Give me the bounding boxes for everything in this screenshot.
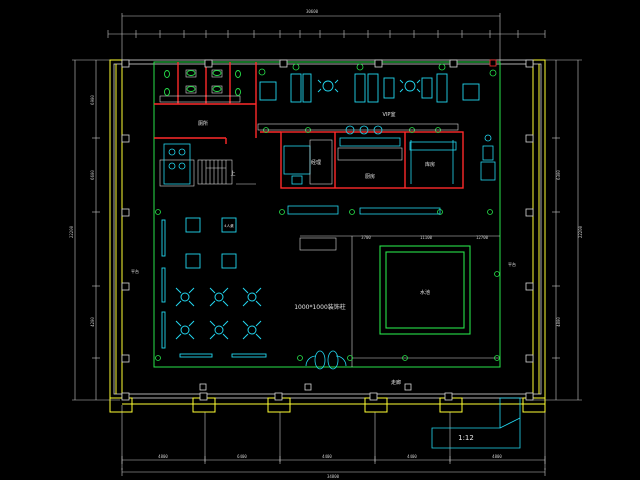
dim-left-span-1: 6900 xyxy=(90,95,95,105)
vip-shelf xyxy=(257,123,459,131)
restroom-label: 厕所 xyxy=(198,120,208,127)
pantry-label: 库房 xyxy=(425,161,435,168)
restroom-fixtures xyxy=(159,69,241,103)
dim-right-span-1: 6300 xyxy=(556,170,561,180)
partitions xyxy=(159,159,500,367)
office-label: 经理 xyxy=(311,159,321,166)
outer-terrace-frame xyxy=(109,59,546,399)
kitchen-fixtures xyxy=(283,125,457,185)
vip-label: VIP室 xyxy=(383,111,396,118)
dining-tables-four-seat xyxy=(185,217,237,269)
dim-bottom-span-3: 4400 xyxy=(322,454,332,459)
kitchen-panels xyxy=(309,139,403,185)
walkway-label: 走廊 xyxy=(391,379,401,386)
kitchen-label: 厨房 xyxy=(365,173,375,180)
ramp-slope-label: 1:12 xyxy=(458,434,474,442)
dim-left-span-3: 4200 xyxy=(90,317,95,327)
stair-up-label: 上 xyxy=(230,170,235,177)
walls xyxy=(154,62,464,189)
dim-bottom-span-1: 4800 xyxy=(158,454,168,459)
dim-bottom-span-5: 4800 xyxy=(492,454,502,459)
dim-overall-top: 30600 xyxy=(306,9,319,14)
dining-tables-round xyxy=(175,287,262,340)
vip-furniture xyxy=(259,73,480,103)
columns xyxy=(121,59,534,401)
entrance-doors xyxy=(305,350,347,370)
entrance-ramp xyxy=(431,397,521,449)
service-counter xyxy=(287,205,441,215)
terrace-left-label: 平台 xyxy=(131,268,139,274)
dim-overall-bottom: 34800 xyxy=(327,474,340,479)
dim-bottom-span-2: 6400 xyxy=(237,454,247,459)
dim-left-total: 22200 xyxy=(69,225,74,238)
pool xyxy=(379,245,471,335)
terrace-right-label: 平台 xyxy=(508,261,516,267)
staircase xyxy=(197,159,256,185)
dimension-lines xyxy=(72,13,582,476)
dining-benches xyxy=(161,219,267,358)
left-room-table xyxy=(163,143,191,185)
yellow-column-bands xyxy=(109,59,546,413)
pool-label: 水池 xyxy=(420,289,430,296)
dim-left-span-2: 6600 xyxy=(90,170,95,180)
dim-right-total: 22200 xyxy=(578,225,583,238)
dim-partition-a: 3700 xyxy=(361,235,371,240)
restroom-sinks xyxy=(164,70,241,96)
dim-partition-c: 12700 xyxy=(476,235,489,240)
dim-bottom-span-4: 4400 xyxy=(407,454,417,459)
greenery-dots xyxy=(155,209,500,361)
dim-partition-b: 11100 xyxy=(420,235,433,240)
dim-right-span-2: 4800 xyxy=(556,317,561,327)
interior-outline xyxy=(153,61,501,368)
table-label: 4人桌 xyxy=(224,223,234,228)
right-side-seating xyxy=(480,134,496,181)
column-note-label: 1000*1000装饰柱 xyxy=(294,303,346,311)
